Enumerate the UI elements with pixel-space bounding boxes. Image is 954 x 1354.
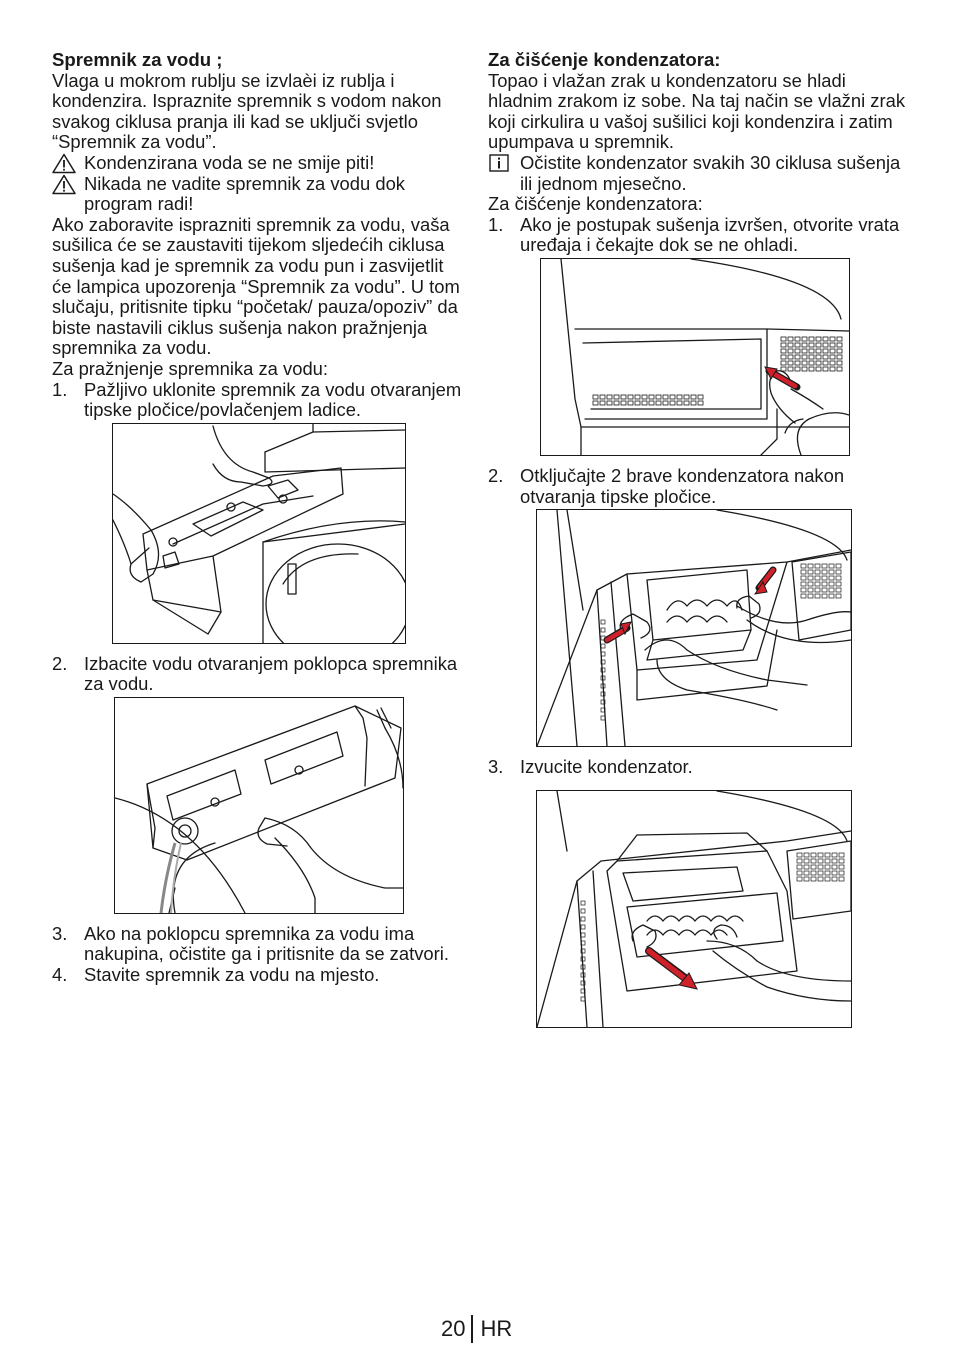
step-number: 1. — [52, 378, 68, 400]
warning-remove-tank: Nikada ne vadite spremnik za vodu dok pr… — [52, 172, 464, 215]
warning-drinking-text: Kondenzirana voda se ne smije piti! — [84, 151, 375, 173]
warning-remove-tank-text: Nikada ne vadite spremnik za vodu dok pr… — [84, 172, 405, 215]
water-tank-title: Spremnik za vodu ; — [52, 49, 223, 70]
empty-water-tank-illustration — [114, 696, 404, 914]
step-number: 3. — [52, 922, 68, 944]
water-tank-intro: Vlaga u mokrom rublju se izvlaèi iz rubl… — [52, 69, 442, 153]
step-text: Ako na poklopcu spremnika za vodu ima na… — [84, 922, 449, 965]
warning-drinking: Kondenzirana voda se ne smije piti! — [52, 151, 464, 174]
step-text: Stavite spremnik za vodu na mjesto. — [84, 964, 380, 986]
warning-triangle-icon — [52, 153, 76, 174]
info-icon — [489, 154, 509, 172]
step-number: 4. — [52, 964, 68, 986]
info-note-text: Očistite kondenzator svakih 30 ciklusa s… — [520, 151, 901, 194]
condenser-step-3: 3. Izvucite kondenzator. — [488, 756, 906, 778]
step-number: 3. — [488, 756, 504, 778]
right-column: Za čišćenje kondenzatora: Topao i vlažan… — [488, 49, 906, 1028]
step-number: 1. — [488, 213, 504, 235]
water-tank-step-4: 4. Stavite spremnik za vodu na mjesto. — [52, 964, 464, 986]
water-tank-paragraph: Ako zaboravite isprazniti spremnik za vo… — [52, 213, 460, 359]
step-text: Ako je postupak sušenja izvršen, otvorit… — [520, 213, 900, 256]
step-text: Izbacite vodu otvaranjem poklopca spremn… — [84, 652, 458, 695]
step-number: 2. — [488, 464, 504, 486]
footer-divider — [471, 1315, 474, 1343]
pull-out-condenser-illustration — [536, 789, 852, 1028]
step-text: Pažljivo uklonite spremnik za vodu otvar… — [84, 378, 462, 421]
info-note: Očistite kondenzator svakih 30 ciklusa s… — [488, 151, 906, 194]
page-number: 20 — [441, 1316, 466, 1341]
page-footer: 20 HR — [441, 1315, 512, 1343]
water-tank-step-1: 1. Pažljivo uklonite spremnik za vodu ot… — [52, 378, 464, 421]
water-tank-step-3: 3. Ako na poklopcu spremnika za vodu ima… — [52, 922, 464, 965]
condenser-title: Za čišćenje kondenzatora: — [488, 49, 721, 70]
warning-triangle-icon — [52, 174, 76, 194]
unlock-condenser-illustration — [536, 509, 852, 748]
condenser-step-1: 1. Ako je postupak sušenja izvršen, otvo… — [488, 213, 906, 256]
language-code: HR — [480, 1316, 513, 1341]
step-text: Otključajte 2 brave kondenzatora nakon o… — [520, 464, 845, 507]
condenser-steps-intro: Za čišćenje kondenzatora: — [488, 193, 703, 215]
water-tank-step-2: 2. Izbacite vodu otvaranjem poklopca spr… — [52, 652, 464, 695]
left-column: Spremnik za vodu ; Vlaga u mokrom rublju… — [52, 49, 464, 986]
remove-water-tank-illustration — [112, 422, 406, 644]
condenser-step-2: 2. Otključajte 2 brave kondenzatora nako… — [488, 464, 906, 507]
condenser-intro: Topao i vlažan zrak u kondenzatoru se hl… — [488, 69, 906, 153]
water-tank-steps-intro: Za pražnjenje spremnika za vodu: — [52, 357, 329, 379]
step-text: Izvucite kondenzator. — [520, 756, 693, 778]
step-number: 2. — [52, 652, 68, 674]
open-door-illustration — [540, 257, 850, 456]
